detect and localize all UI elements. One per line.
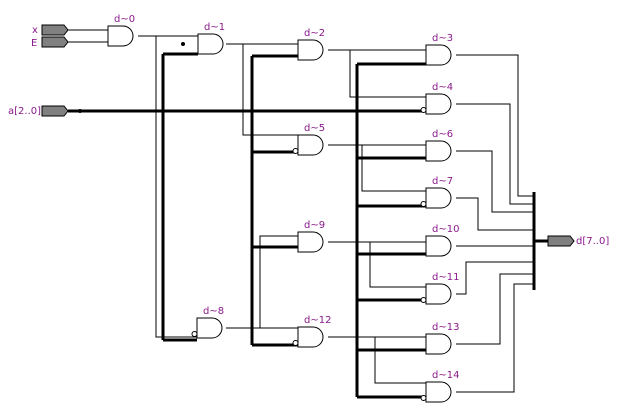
output-port-d: d[7..0] [547, 235, 609, 247]
port-label-e: E [31, 38, 37, 49]
gate-label: d~6 [432, 129, 453, 140]
inverter-bubble [292, 340, 299, 346]
gate-body [425, 140, 452, 162]
inverter-bubble [420, 201, 427, 207]
bus-wires [68, 52, 548, 399]
gate-body [297, 39, 324, 61]
gate-label: d~3 [432, 33, 453, 44]
gate-body [425, 93, 452, 115]
gate-body [297, 326, 324, 348]
inverter-bubble [420, 297, 427, 303]
gate-label: d~8 [203, 306, 224, 317]
and-gate-g1: d~1 [197, 22, 225, 55]
gate-body [425, 235, 452, 257]
inverter-bubble [420, 107, 427, 113]
and-gate-g5: d~5 [292, 123, 325, 156]
gate-label: d~13 [432, 322, 459, 333]
gate-label: d~5 [304, 123, 325, 134]
gate-body [297, 134, 324, 156]
gate-label: d~2 [304, 28, 325, 39]
gate-body [297, 231, 324, 253]
and-gate-g8: d~8 [191, 306, 224, 339]
and-gate-g6: d~6 [425, 129, 453, 162]
gate-label: d~4 [432, 82, 453, 93]
input-port-a: a[2..0] [8, 105, 69, 117]
and-gate-g14: d~14 [420, 370, 459, 403]
gate-label: d~11 [432, 272, 459, 283]
junction-dots [78, 42, 185, 113]
gate-body [425, 187, 452, 209]
inverter-bubble [420, 395, 427, 401]
input-port-e: E [31, 36, 69, 49]
gate-body [425, 381, 452, 403]
port-label-d: d[7..0] [576, 236, 609, 247]
and-gate-g10: d~10 [425, 224, 459, 257]
and-gate-g0: d~0 [107, 14, 135, 47]
gate-label: d~0 [114, 14, 135, 25]
and-gate-g12: d~12 [292, 315, 331, 348]
input-port-x: x [32, 24, 69, 36]
gate-label: d~12 [304, 315, 331, 326]
and-gate-g7: d~7 [420, 176, 453, 209]
gate-body [107, 25, 134, 47]
port-label-x: x [32, 25, 38, 36]
and-gate-g4: d~4 [420, 82, 453, 115]
gate-body [425, 283, 452, 305]
gate-label: d~10 [432, 224, 459, 235]
port-label-a: a[2..0] [8, 106, 41, 117]
and-gate-g13: d~13 [425, 322, 459, 355]
gate-label: d~9 [304, 220, 325, 231]
inverter-bubble [191, 331, 198, 337]
and-gate-g2: d~2 [297, 28, 325, 61]
gate-body [425, 44, 452, 66]
signal-wires [67, 29, 534, 393]
gate-body [196, 317, 223, 339]
gate-body [425, 333, 452, 355]
inverter-bubble [292, 148, 299, 154]
gate-label: d~7 [432, 176, 453, 187]
and-gate-g3: d~3 [425, 33, 453, 66]
and-gates: d~0 d~1 d~2 d~3 d~4 d~5 d~6 d~7 d~9 d~10 d~11 d~8 d~… [107, 14, 459, 403]
gate-label: d~14 [432, 370, 459, 381]
and-gate-g11: d~11 [420, 272, 459, 305]
gate-label: d~1 [204, 22, 225, 33]
and-gate-g9: d~9 [297, 220, 325, 253]
gate-body [197, 33, 224, 55]
